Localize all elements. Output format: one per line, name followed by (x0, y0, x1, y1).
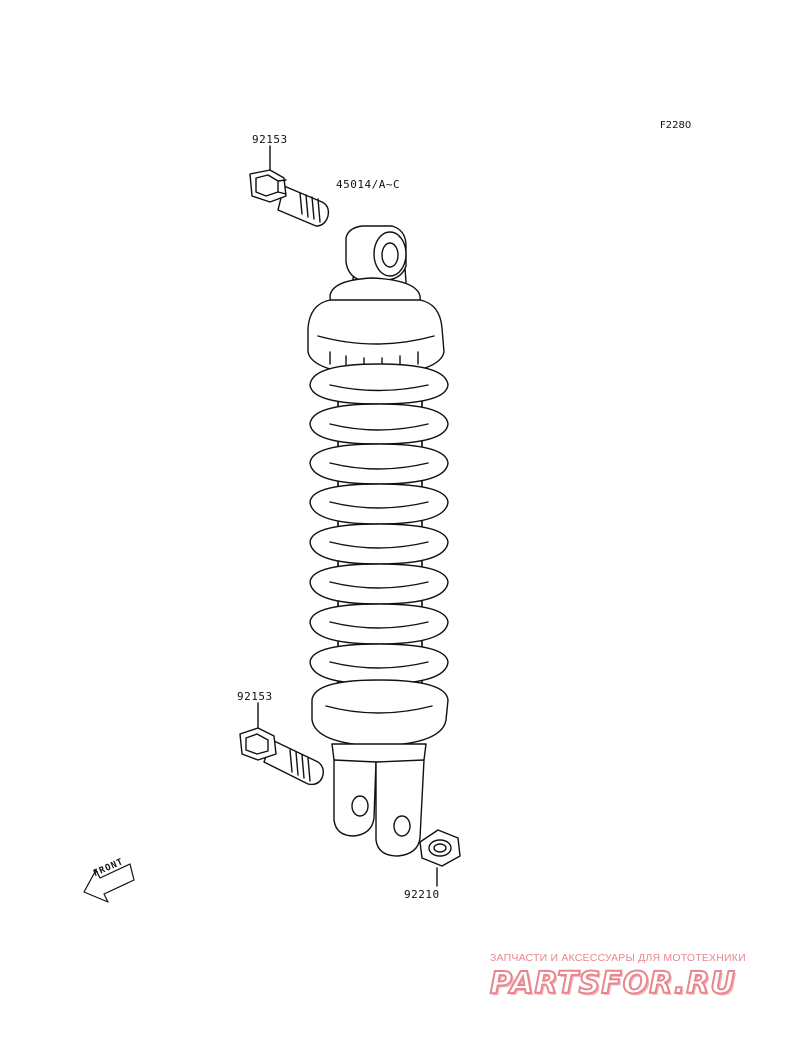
callout-nut: 92210 (404, 888, 440, 901)
callout-shock-absorber: 45014/A~C (336, 178, 401, 191)
watermark-logo: PARTSFOR.RU (489, 965, 736, 1002)
bolt-bottom-part (239, 727, 325, 786)
watermark-tagline: ЗАПЧАСТИ И АКСЕССУАРЫ ДЛЯ МОТОТЕХНИКИ (490, 952, 746, 964)
nut-part (419, 829, 461, 867)
callout-bolt-bottom: 92153 (237, 690, 273, 703)
callout-bolt-top: 92153 (252, 133, 288, 146)
shock-absorber-part (307, 225, 449, 857)
front-arrow (83, 863, 135, 903)
bolt-top-part (249, 169, 330, 227)
figure-code: F2280 (660, 120, 692, 131)
